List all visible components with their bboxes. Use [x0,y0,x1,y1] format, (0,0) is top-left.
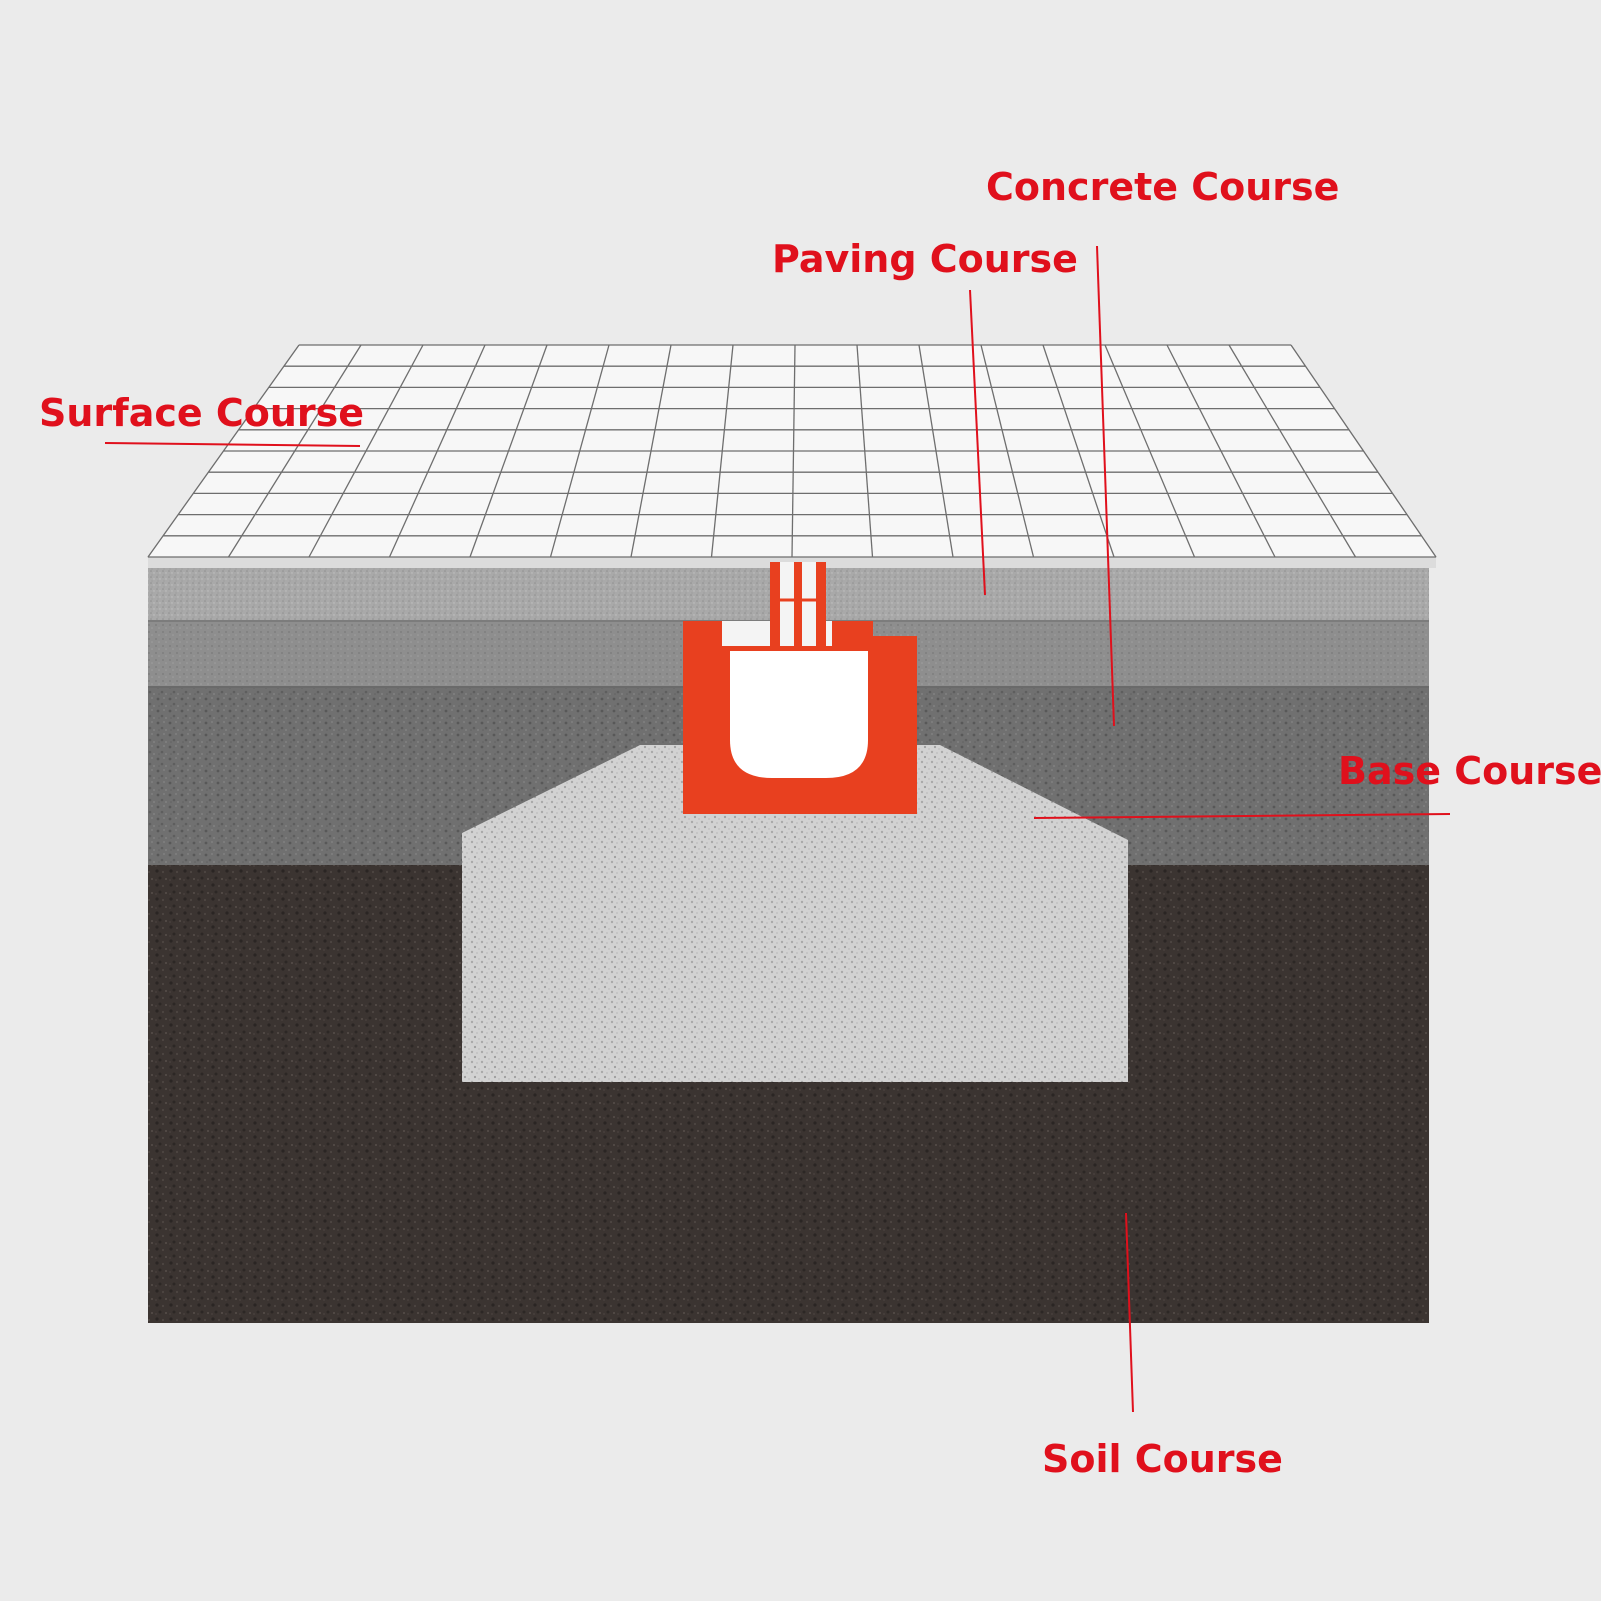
surface-course-label: Surface Course [39,391,365,435]
paving-course-label: Paving Course [772,237,1078,281]
base-course-label: Base Course [1338,749,1601,793]
tile-surface [147,344,1437,568]
surface-course-leader [104,442,361,447]
gravel-bedding [462,745,1128,1082]
base-course-leader [1033,813,1451,819]
paving-course-leader [969,289,986,596]
concrete-course-leader [1096,245,1115,727]
concrete-course-label: Concrete Course [986,165,1340,209]
soil-course-label: Soil Course [1042,1437,1283,1481]
drain-channel [683,562,917,814]
soil-course-leader [1125,1212,1134,1413]
